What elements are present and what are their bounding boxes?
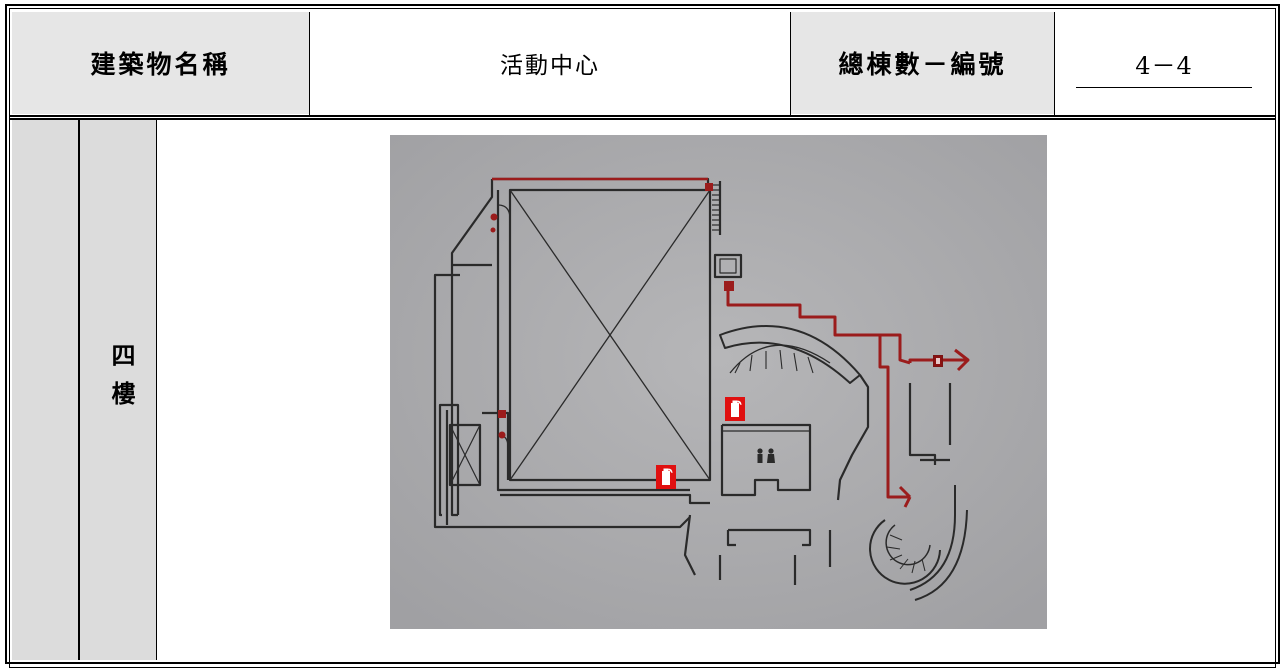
floor-plan-drawing	[390, 135, 1047, 629]
building-name-label-cell: 建築物名稱	[12, 12, 309, 114]
side-column-floor	[80, 120, 156, 660]
col-divider-1	[309, 12, 310, 115]
exit-sign-icon	[934, 356, 942, 366]
building-count-value: 4－4	[1076, 46, 1252, 88]
floor-label: 四樓	[107, 343, 136, 419]
side-divider-1b	[79, 120, 80, 660]
fire-extinguisher-icon	[656, 465, 676, 489]
fire-extinguisher-icon	[725, 397, 745, 421]
building-count-label-cell: 總棟數－編號	[791, 12, 1054, 114]
building-count-label: 總棟數－編號	[838, 50, 1007, 79]
building-name-label: 建築物名稱	[90, 50, 231, 79]
building-name-value: 活動中心	[500, 53, 600, 79]
building-count-value-cell: 4－4	[1055, 12, 1273, 114]
side-divider-1	[78, 120, 79, 660]
col-divider-3	[1054, 12, 1055, 115]
floor-plan-photo	[390, 135, 1047, 629]
side-divider-2	[156, 120, 157, 660]
col-divider-2	[790, 12, 791, 115]
restroom-icon	[757, 448, 775, 463]
header-divider-double	[9, 118, 1276, 120]
header-divider	[9, 115, 1276, 117]
floor-plan-form: 建築物名稱 活動中心 總棟數－編號 4－4 四樓	[5, 4, 1280, 668]
side-column-blank	[12, 120, 78, 660]
building-name-value-cell: 活動中心	[310, 12, 790, 114]
